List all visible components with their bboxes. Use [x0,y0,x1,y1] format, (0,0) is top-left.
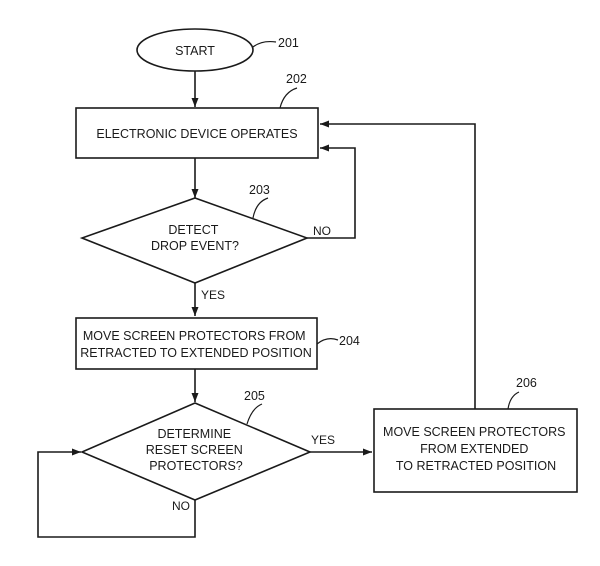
ref-206-leader [507,391,520,410]
start-label: START [175,44,215,58]
detect-yes-label: YES [201,288,225,302]
connector-detect-no-loop [307,144,356,239]
reset-yes-label: YES [311,433,335,447]
detect-label: DETECT DROP EVENT? [151,223,239,253]
process-box-operates [75,107,319,159]
extend-label: MOVE SCREEN PROTECTORS FROM RETRACTED TO… [80,329,312,360]
operates-label: ELECTRONIC DEVICE OPERATES [96,127,297,141]
ref-204: 204 [339,334,360,348]
retract-label: MOVE SCREEN PROTECTORS FROM EXTENDED TO … [383,425,569,473]
ref-205-leader [246,403,263,425]
ref-202-leader [279,87,298,109]
ref-203-leader [252,197,269,219]
detect-no-label: NO [313,224,331,238]
reset-label: DETERMINE RESET SCREEN PROTECTORS? [146,427,247,473]
connector-reset-no-loop [37,448,196,538]
ref-205: 205 [244,389,265,403]
ref-202: 202 [286,72,307,86]
start-terminal [136,28,254,72]
connector-retract-to-operates [320,120,476,409]
ref-201-leader [252,40,277,48]
process-box-retract [373,408,578,493]
process-box-extend [75,317,318,370]
ref-206: 206 [516,376,537,390]
decision-diamond-reset [79,402,313,501]
reset-no-label: NO [172,499,190,513]
ref-201: 201 [278,36,299,50]
decision-diamond-detect [79,197,310,284]
ref-203: 203 [249,183,270,197]
ref-204-leader [316,338,339,345]
